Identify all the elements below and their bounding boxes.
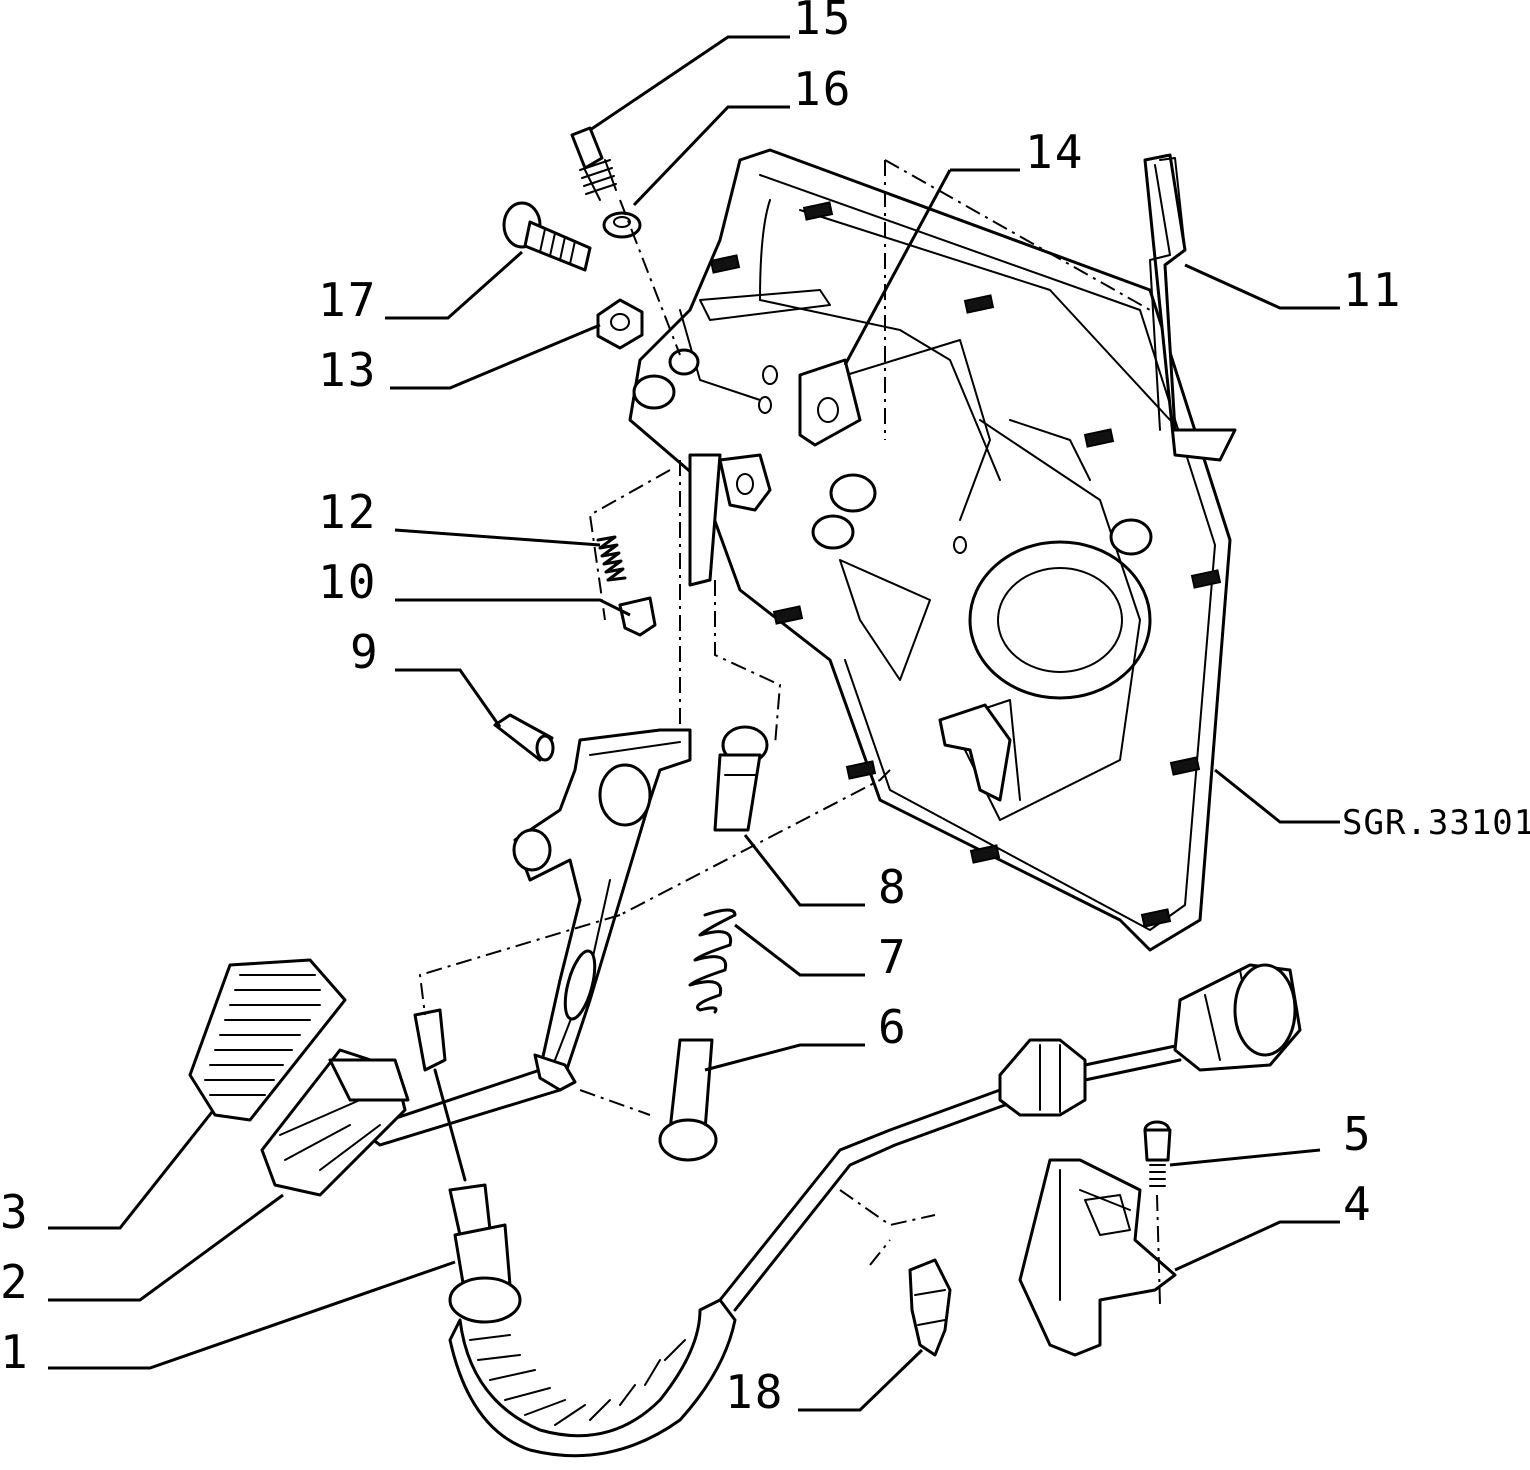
part-4-bracket xyxy=(1018,1158,1177,1357)
part-11-rail xyxy=(1143,153,1237,462)
callout-5: 5 xyxy=(1343,1107,1373,1161)
part-1-cable xyxy=(413,1008,1007,1458)
part-7-spring xyxy=(688,908,737,1014)
callout-labels: 15 16 14 11 17 13 12 10 9 8 7 6 5 4 3 2 … xyxy=(0,0,1530,1419)
callout-7: 7 xyxy=(878,930,908,984)
callout-leader-lines xyxy=(48,35,1340,1412)
part-14-plate-nut xyxy=(798,358,862,447)
part-17-bolt xyxy=(502,201,592,272)
part-15-bolt xyxy=(570,126,617,201)
callout-9: 9 xyxy=(350,625,380,679)
callout-14: 14 xyxy=(1025,125,1084,179)
pedal-support-bracket xyxy=(628,148,1232,952)
pedal-arm xyxy=(358,728,692,1147)
callout-8: 8 xyxy=(878,860,908,914)
part-16-washer xyxy=(602,211,642,239)
part-5-bolt xyxy=(1143,1120,1172,1187)
assembly-center-lines xyxy=(418,159,1161,1306)
callout-4: 4 xyxy=(1343,1177,1373,1231)
callout-13: 13 xyxy=(318,343,377,397)
callout-16: 16 xyxy=(793,62,852,116)
callout-3: 3 xyxy=(0,1185,30,1239)
part-2-pedal-rubber xyxy=(260,1048,410,1197)
callout-12: 12 xyxy=(318,485,377,539)
drawing-reference-code: SGR.33101 xyxy=(1342,803,1530,843)
part-3-pedal-pad xyxy=(188,958,347,1122)
part-6-pin xyxy=(658,1038,718,1162)
callout-2: 2 xyxy=(0,1255,30,1309)
part-12-spring xyxy=(596,535,627,582)
callout-6: 6 xyxy=(878,1000,908,1054)
callout-18: 18 xyxy=(725,1365,784,1419)
cable-boot-end xyxy=(998,963,1302,1117)
part-13-nut xyxy=(596,298,644,350)
callout-15: 15 xyxy=(793,0,852,45)
callout-17: 17 xyxy=(318,273,377,327)
part-8-switch xyxy=(713,725,769,832)
part-9-bushing xyxy=(493,713,555,762)
callout-10: 10 xyxy=(318,555,377,609)
callout-11: 11 xyxy=(1343,263,1402,317)
callout-1: 1 xyxy=(0,1325,30,1379)
part-18-clip xyxy=(908,1258,952,1357)
part-10-clip xyxy=(618,596,657,637)
